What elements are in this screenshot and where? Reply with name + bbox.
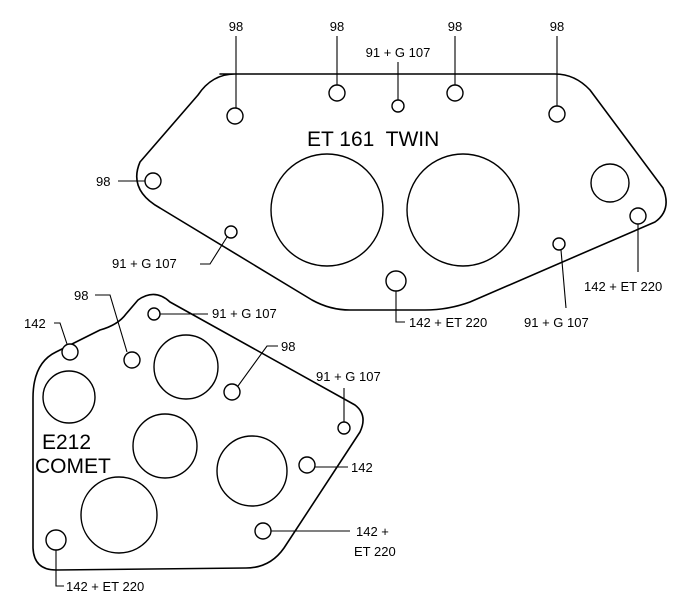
- e212-comet-plate: E212 COMET 142 98 91 + G 107 98 91 + G 1…: [24, 288, 396, 594]
- twin-hole-right: [629, 207, 647, 225]
- twin-label-top-4: 98: [550, 19, 564, 34]
- comet-label-right-142: 142: [351, 460, 373, 475]
- comet-label-mid-98: 98: [281, 339, 295, 354]
- comet-leader-top-98: [95, 294, 128, 353]
- twin-label-top-3: 98: [448, 19, 462, 34]
- et161-twin-plate: ET 161 TWIN 98 98 91 + G 107 98 98 98 91…: [96, 19, 667, 330]
- twin-leader-bottom-right: [560, 249, 567, 309]
- comet-cylinder-bore-5: [216, 435, 288, 507]
- comet-label-top-right-g107: 91 + G 107: [212, 306, 277, 321]
- twin-leader-bottom-center: [395, 291, 405, 323]
- twin-hole-top-4: [548, 105, 566, 123]
- comet-title-line2: COMET: [35, 455, 111, 478]
- comet-label-right-et220-line2: ET 220: [354, 544, 396, 559]
- comet-label-top-left-142: 142: [24, 316, 46, 331]
- twin-hole-bottom-center: [385, 270, 407, 292]
- comet-hole-bottom-left: [45, 529, 67, 551]
- twin-hole-top-1: [226, 107, 244, 125]
- twin-label-right: 142 + ET 220: [584, 279, 662, 294]
- comet-label-right-g107: 91 + G 107: [316, 369, 381, 384]
- comet-label-bottom-left: 142 + ET 220: [66, 579, 144, 594]
- comet-hole-top-98: [123, 351, 141, 369]
- twin-hole-right-large: [590, 163, 630, 203]
- twin-label-bottom-center: 142 + ET 220: [409, 315, 487, 330]
- twin-cylinder-bore-right: [406, 153, 520, 267]
- twin-label-top-2: 98: [330, 19, 344, 34]
- comet-label-right-et220-line1: 142 +: [356, 524, 389, 539]
- comet-hole-top-right-g107: [147, 307, 161, 321]
- comet-hole-right-142: [298, 456, 316, 474]
- twin-hole-top-3: [446, 84, 464, 102]
- twin-hole-bottom-right: [552, 237, 566, 251]
- twin-title: ET 161 TWIN: [307, 128, 439, 151]
- twin-hole-top-2: [328, 84, 346, 102]
- comet-leader-top-left-142: [54, 322, 68, 345]
- comet-leader-mid-98: [237, 345, 278, 387]
- comet-hole-right-g107: [337, 421, 351, 435]
- comet-cylinder-bore-3: [132, 413, 198, 479]
- twin-hole-lower-left: [224, 225, 238, 239]
- comet-leader-bottom-left: [55, 550, 64, 587]
- comet-hole-top-left-142: [61, 343, 79, 361]
- twin-label-bottom-right: 91 + G 107: [524, 315, 589, 330]
- comet-cylinder-bore-2: [153, 334, 219, 400]
- comet-cylinder-bore-4: [80, 476, 158, 554]
- twin-plate-outline: [135, 73, 667, 311]
- comet-title-line1: E212: [42, 431, 91, 454]
- comet-cylinder-bore-1: [42, 370, 96, 424]
- twin-cylinder-bore-left: [270, 153, 384, 267]
- twin-leader-lower-left: [200, 236, 228, 265]
- twin-label-top-center: 91 + G 107: [366, 45, 431, 60]
- twin-label-left: 98: [96, 174, 110, 189]
- twin-hole-top-center: [391, 99, 405, 113]
- twin-label-top-1: 98: [229, 19, 243, 34]
- comet-hole-right-et220: [254, 522, 272, 540]
- twin-hole-left: [144, 172, 162, 190]
- comet-label-top-98: 98: [74, 288, 88, 303]
- comet-hole-mid-98: [223, 383, 241, 401]
- twin-label-lower-left: 91 + G 107: [112, 256, 177, 271]
